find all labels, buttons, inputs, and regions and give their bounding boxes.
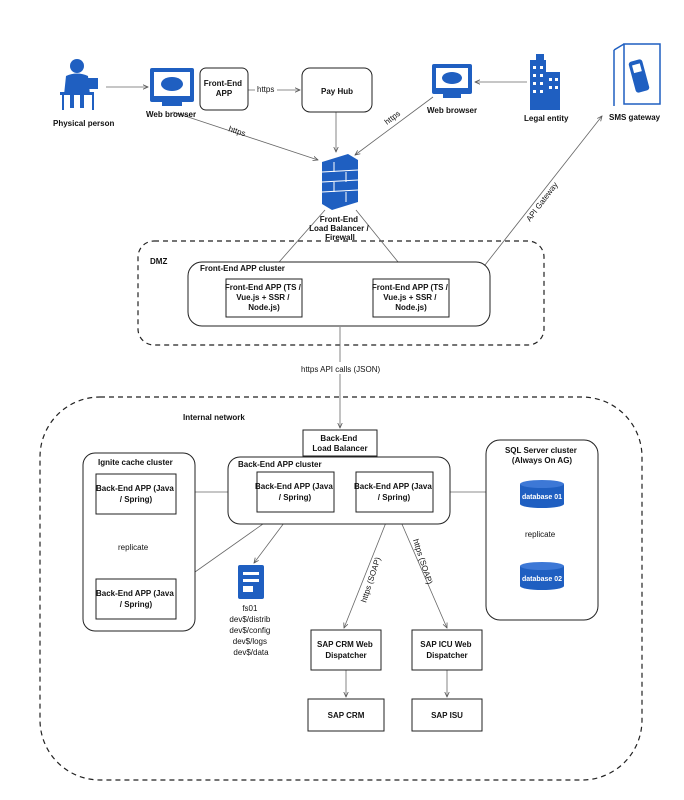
ignite-cluster-label: Ignite cache cluster [98, 458, 173, 467]
dmz-label: DMZ [150, 257, 167, 266]
replicate-right-label: replicate [525, 530, 556, 539]
front-end-cluster-label: Front-End APP cluster [200, 264, 285, 273]
web-browser-left-label: Web browser [146, 110, 196, 119]
firewall-label: Front-End Load Balancer / Firewall [309, 215, 371, 242]
internal-network-zone [39, 396, 643, 781]
front-end-app-1-label: Front-End APP (TS / Vue.js + SSR / Node.… [225, 283, 303, 312]
server-icon [238, 565, 264, 599]
edge-label-soap-icu: https (SOAP) [411, 538, 434, 586]
sap-isu-label: SAP ISU [431, 711, 463, 720]
database-icon [520, 562, 564, 590]
sap-crm-label: SAP CRM [328, 711, 365, 720]
back-end-lb-box [302, 429, 378, 457]
ignite-app-2-box [95, 578, 177, 620]
front-end-app-top-box [199, 67, 249, 111]
sap-icu-dispatcher-label: SAP ICU Web Dispatcher [420, 640, 474, 660]
pay-hub-box [301, 67, 373, 113]
back-end-cluster-label: Back-End APP cluster [238, 460, 322, 469]
edge-label-https-left: https [227, 124, 246, 138]
ignite-app-1-label: Back-End APP (Java / Spring) [96, 484, 176, 504]
front-end-app-1-box [225, 278, 303, 318]
firewall-icon [321, 154, 359, 210]
database-02-label: database 02 [522, 576, 562, 583]
sap-crm-dispatcher-box [310, 629, 382, 671]
physical-person-label: Physical person [53, 119, 114, 128]
sms-gateway-label: SMS gateway [609, 113, 661, 122]
internal-network-label: Internal network [183, 413, 245, 422]
dmz-zone [137, 240, 545, 346]
edge-label-https-payhub: https [257, 85, 274, 94]
sap-crm-box [307, 698, 385, 732]
database-icon [520, 480, 564, 508]
front-end-app-2-box [372, 278, 450, 318]
back-end-app-1-box [256, 471, 335, 513]
pay-hub-label: Pay Hub [321, 87, 353, 96]
web-browser-right-label: Web browser [427, 106, 477, 115]
back-end-app-2-box [355, 471, 434, 513]
back-end-lb-label: Back-End Load Balancer [312, 434, 367, 453]
building-icon [530, 54, 560, 110]
sap-isu-box [411, 698, 483, 732]
database-01-label: database 01 [522, 494, 562, 501]
monitor-icon [432, 64, 472, 98]
edge-label-api-gateway: API Gateway [524, 181, 559, 224]
replicate-left-label: replicate [118, 543, 149, 552]
ignite-app-1-box [95, 473, 177, 515]
legal-entity-label: Legal entity [524, 114, 569, 123]
back-end-app-2-label: Back-End APP (Java / Spring) [354, 482, 434, 502]
sap-icu-dispatcher-box [411, 629, 483, 671]
person-at-computer-icon [60, 59, 98, 110]
mobile-phone-icon [613, 43, 661, 106]
ignite-app-2-label: Back-End APP (Java / Spring) [96, 589, 176, 609]
monitor-icon [150, 68, 194, 106]
back-end-app-1-label: Back-End APP (Java / Spring) [255, 482, 335, 502]
edge-label-api-calls: https API calls (JSON) [301, 365, 380, 374]
front-end-app-2-label: Front-End APP (TS / Vue.js + SSR / Node.… [372, 283, 450, 312]
sql-cluster-label: SQL Server cluster (Always On AG) [505, 446, 579, 465]
fs01-label: fs01 dev$/distrib dev$/config dev$/logs … [229, 604, 272, 657]
sap-crm-dispatcher-label: SAP CRM Web Dispatcher [317, 640, 375, 660]
edge-label-https-right: https [383, 109, 402, 127]
front-end-app-top-label: Front-End APP [204, 79, 244, 98]
